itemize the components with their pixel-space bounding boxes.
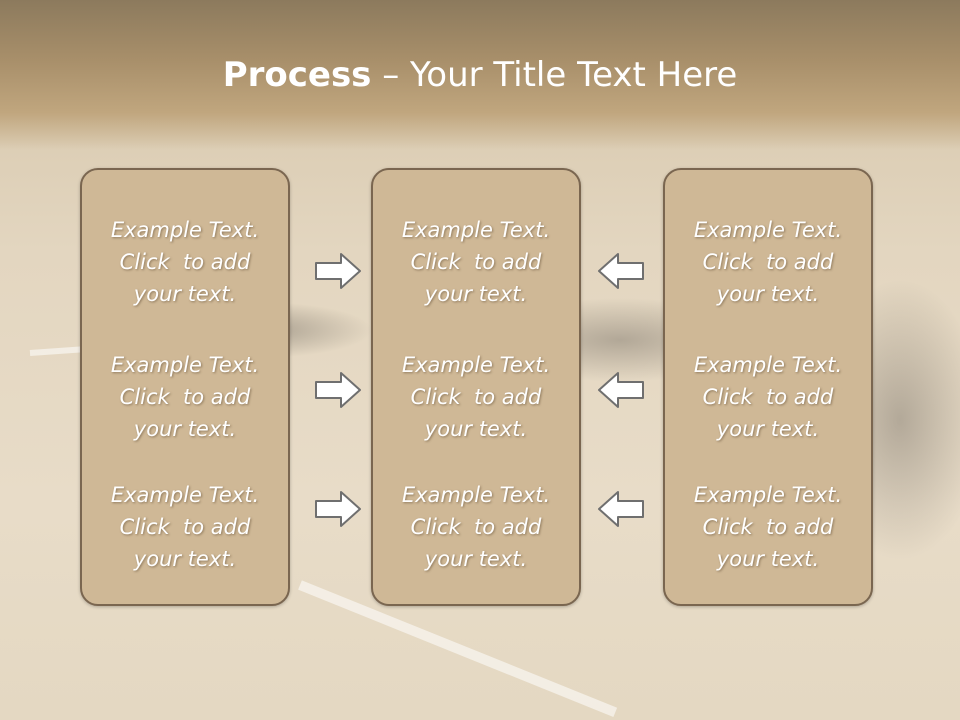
text-line: Click to add (119, 250, 251, 274)
slide-title[interactable]: Process – Your Title Text Here (0, 52, 960, 98)
process-panel-middle[interactable]: Example Text. Click to add your text. Ex… (371, 168, 581, 606)
process-panel-left[interactable]: Example Text. Click to add your text. Ex… (80, 168, 290, 606)
text-line: Click to add (410, 250, 542, 274)
text-line: Example Text. (110, 483, 260, 507)
text-line: Example Text. (693, 483, 843, 507)
text-line: Click to add (119, 385, 251, 409)
process-panel-right[interactable]: Example Text. Click to add your text. Ex… (663, 168, 873, 606)
text-block[interactable]: Example Text. Click to add your text. (82, 349, 288, 445)
text-line: Click to add (702, 385, 834, 409)
text-block[interactable]: Example Text. Click to add your text. (665, 214, 871, 310)
title-rest-text: – Your Title Text Here (371, 55, 738, 95)
arrow-right-icon[interactable] (313, 489, 363, 529)
text-block[interactable]: Example Text. Click to add your text. (373, 479, 579, 575)
text-line: your text. (424, 417, 528, 441)
text-line: your text. (716, 282, 820, 306)
text-line: Example Text. (401, 218, 551, 242)
arrow-left-icon[interactable] (596, 251, 646, 291)
arrow-right-icon[interactable] (313, 251, 363, 291)
text-line: Click to add (410, 385, 542, 409)
text-block[interactable]: Example Text. Click to add your text. (373, 214, 579, 310)
text-block[interactable]: Example Text. Click to add your text. (665, 479, 871, 575)
arrow-left-icon[interactable] (596, 370, 646, 410)
text-line: your text. (133, 282, 237, 306)
title-banner (0, 0, 960, 150)
text-line: Click to add (410, 515, 542, 539)
text-line: Example Text. (401, 353, 551, 377)
text-line: Example Text. (693, 353, 843, 377)
text-line: your text. (424, 282, 528, 306)
text-block[interactable]: Example Text. Click to add your text. (82, 214, 288, 310)
text-line: Example Text. (110, 218, 260, 242)
text-block[interactable]: Example Text. Click to add your text. (82, 479, 288, 575)
arrow-right-icon[interactable] (313, 370, 363, 410)
text-line: your text. (716, 417, 820, 441)
text-line: your text. (133, 547, 237, 571)
text-block[interactable]: Example Text. Click to add your text. (373, 349, 579, 445)
text-line: Example Text. (401, 483, 551, 507)
text-line: your text. (424, 547, 528, 571)
text-line: your text. (133, 417, 237, 441)
arrow-left-icon[interactable] (596, 489, 646, 529)
title-bold-text: Process (222, 55, 372, 95)
text-block[interactable]: Example Text. Click to add your text. (665, 349, 871, 445)
text-line: Example Text. (693, 218, 843, 242)
text-line: Click to add (119, 515, 251, 539)
text-line: Example Text. (110, 353, 260, 377)
text-line: Click to add (702, 515, 834, 539)
text-line: your text. (716, 547, 820, 571)
text-line: Click to add (702, 250, 834, 274)
